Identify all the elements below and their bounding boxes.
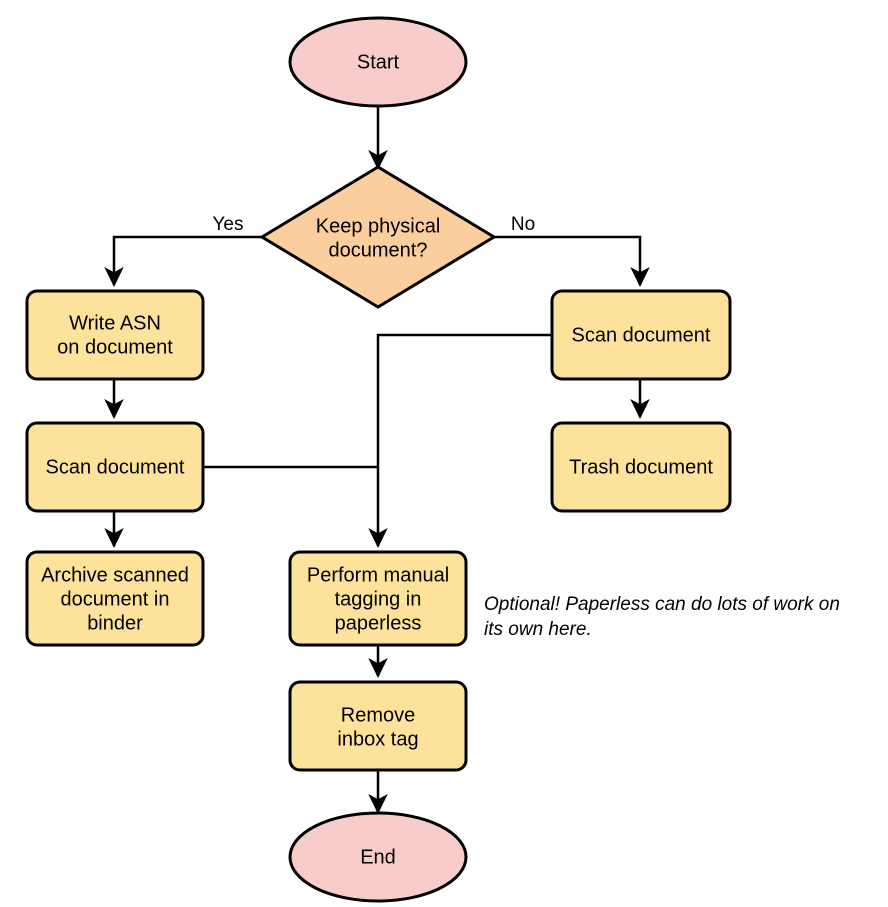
node-end[interactable]: End [288, 811, 468, 903]
node-archive-scanned-document[interactable]: Archive scanned document in binder [25, 550, 205, 647]
node-scan-document-right[interactable]: Scan document [550, 289, 732, 381]
archive-label-line2: document in [61, 588, 170, 610]
end-ellipse [288, 811, 468, 903]
scan-document-right-label: Scan document [572, 324, 711, 346]
start-label: Start [357, 51, 400, 73]
edge-label-yes: Yes [213, 214, 244, 235]
start-ellipse [288, 16, 468, 108]
node-perform-manual-tagging[interactable]: Perform manual tagging in paperless [288, 550, 468, 647]
node-trash-document[interactable]: Trash document [550, 421, 732, 513]
trash-document-box [550, 421, 732, 513]
edge-decision-yes-to-write-asn [104, 227, 280, 288]
edge-scan-right-to-tagging [368, 333, 552, 549]
trash-document-label: Trash document [569, 456, 713, 478]
node-start[interactable]: Start [288, 16, 468, 108]
node-write-asn[interactable]: Write ASN on document [25, 289, 205, 381]
tagging-label-line2: tagging in [335, 588, 422, 610]
decision-diamond [259, 165, 497, 309]
annotation-note-line1: Optional! Paperless can do lots of work … [484, 594, 840, 615]
archive-label-line1: Archive scanned [41, 564, 189, 586]
remove-inbox-label-line1: Remove [341, 704, 415, 726]
archive-box [25, 550, 205, 647]
edge-label-no: No [511, 214, 535, 235]
remove-inbox-label-line2: inbox tag [337, 728, 418, 750]
tagging-label-line3: paperless [335, 612, 422, 634]
scan-document-left-label: Scan document [46, 456, 185, 478]
scan-document-right-box [550, 289, 732, 381]
write-asn-box [25, 289, 205, 381]
remove-inbox-tag-box [288, 680, 468, 772]
tagging-label-line1: Perform manual [307, 564, 449, 586]
edge-decision-no-to-scan-right [476, 227, 650, 288]
write-asn-label-line1: Write ASN [69, 312, 161, 334]
scan-document-left-box [25, 421, 205, 513]
node-decision-keep-physical-document[interactable]: Keep physical document? [259, 165, 497, 309]
archive-label-line3: binder [87, 612, 143, 634]
annotation-note-line2: its own here. [484, 619, 592, 640]
tagging-box [288, 550, 468, 647]
decision-label-line1: Keep physical [316, 215, 441, 237]
node-scan-document-left[interactable]: Scan document [25, 421, 205, 513]
node-remove-inbox-tag[interactable]: Remove inbox tag [288, 680, 468, 772]
end-label: End [360, 846, 396, 868]
decision-label-line2: document? [329, 239, 428, 261]
write-asn-label-line2: on document [57, 336, 173, 358]
